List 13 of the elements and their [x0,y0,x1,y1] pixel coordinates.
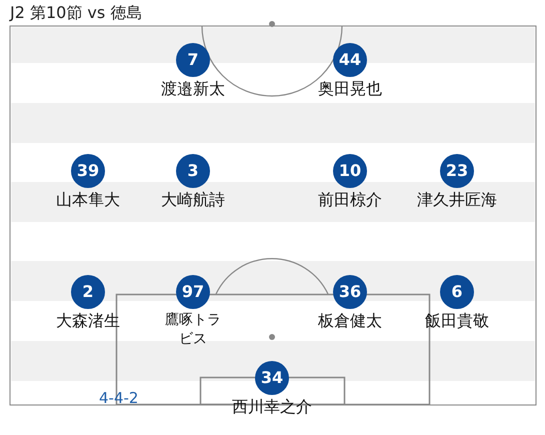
player-name: 山本隼大 [56,190,120,210]
player-name: 大崎航詩 [161,190,225,210]
player-name: 鷹啄トラビス [164,311,222,349]
player-name: 奥田晃也 [318,79,382,99]
player-name: 飯田貴敬 [425,311,489,331]
player-name: 板倉健太 [318,311,382,331]
player-name: 前田椋介 [318,190,382,210]
player-name: 渡邉新太 [161,79,225,99]
player-name: 津久井匠海 [417,190,497,210]
formation-label: 4-4-2 [99,389,138,407]
player-name: 大森渚生 [56,311,120,331]
player-name: 西川幸之介 [232,397,312,417]
match-title: J2 第10節 vs 徳島 [10,3,142,24]
